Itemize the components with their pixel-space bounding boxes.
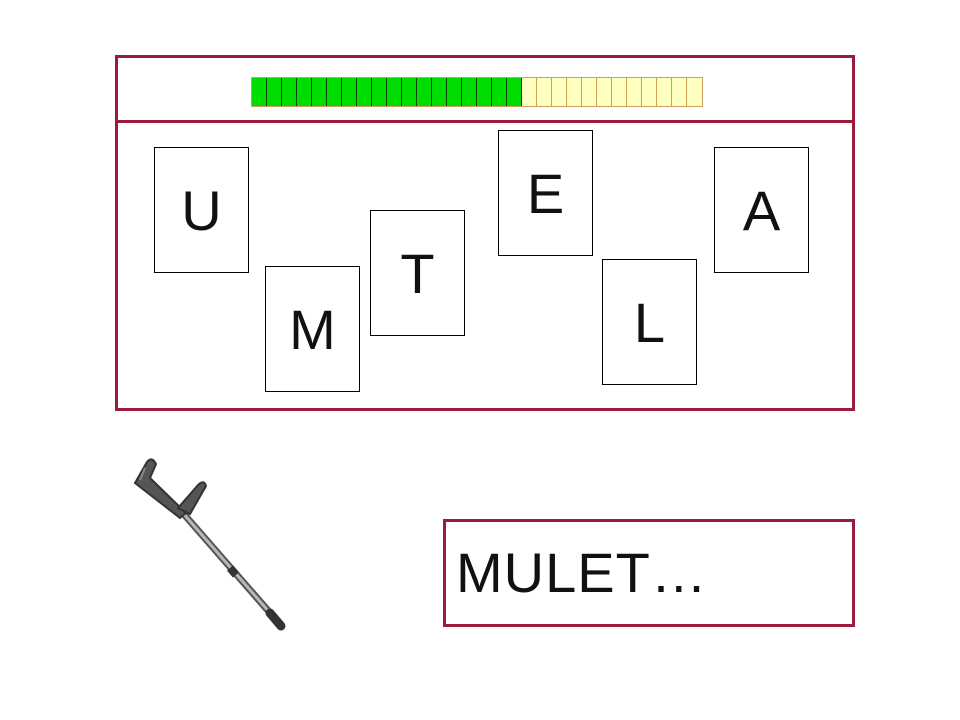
letter-board: U M T E L A (115, 55, 855, 411)
crutch-icon (120, 450, 300, 640)
progress-segment-empty (522, 78, 537, 106)
letter-tile-a[interactable]: A (714, 147, 809, 273)
letter-tile-u[interactable]: U (154, 147, 249, 273)
progress-segment-filled (387, 78, 402, 106)
progress-segment-filled (432, 78, 447, 106)
progress-segment-filled (252, 78, 267, 106)
progress-segment-filled (282, 78, 297, 106)
progress-segment-filled (507, 78, 522, 106)
progress-segment-filled (462, 78, 477, 106)
progress-segment-filled (402, 78, 417, 106)
answer-box[interactable]: MULET… (443, 519, 855, 627)
progress-segment-empty (642, 78, 657, 106)
progress-segment-empty (672, 78, 687, 106)
progress-segment-filled (342, 78, 357, 106)
progress-segment-filled (357, 78, 372, 106)
answer-text: MULET… (456, 541, 708, 604)
progress-strip (118, 58, 852, 123)
letter-tile-l[interactable]: L (602, 259, 697, 385)
progress-bar (251, 77, 703, 107)
progress-segment-filled (312, 78, 327, 106)
letter-tile-t[interactable]: T (370, 210, 465, 336)
progress-segment-filled (297, 78, 312, 106)
progress-segment-empty (687, 78, 702, 106)
progress-segment-empty (627, 78, 642, 106)
progress-segment-filled (267, 78, 282, 106)
letter-tile-m[interactable]: M (265, 266, 360, 392)
progress-segment-filled (417, 78, 432, 106)
progress-segment-empty (612, 78, 627, 106)
progress-segment-empty (567, 78, 582, 106)
progress-segment-filled (492, 78, 507, 106)
progress-segment-empty (552, 78, 567, 106)
progress-segment-empty (582, 78, 597, 106)
progress-segment-filled (447, 78, 462, 106)
letter-tile-e[interactable]: E (498, 130, 593, 256)
progress-segment-filled (372, 78, 387, 106)
progress-segment-empty (537, 78, 552, 106)
progress-segment-filled (477, 78, 492, 106)
progress-segment-empty (597, 78, 612, 106)
progress-segment-filled (327, 78, 342, 106)
progress-segment-empty (657, 78, 672, 106)
